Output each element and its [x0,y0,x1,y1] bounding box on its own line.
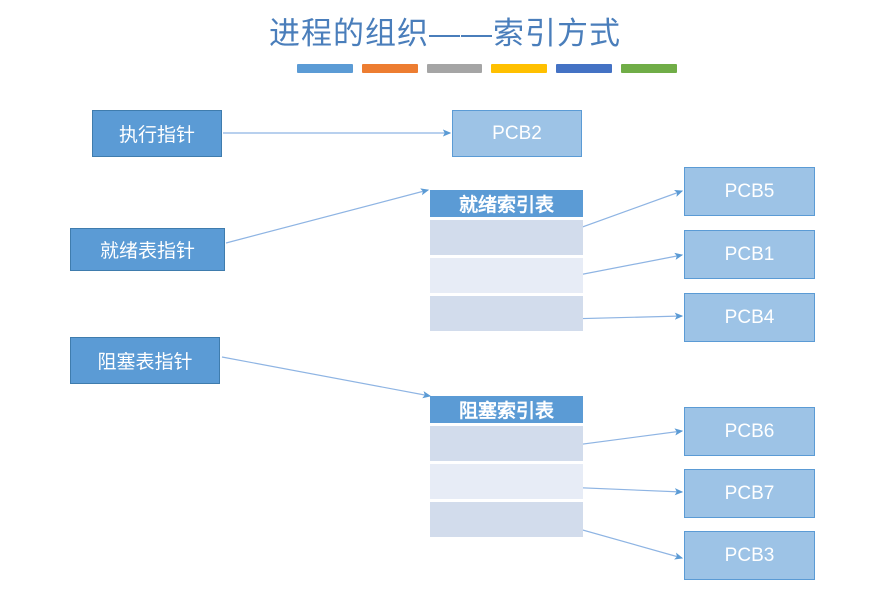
ready-index-table-row-gap [430,293,583,296]
bar-darkblue [556,64,613,73]
blocked-index-table-row-gap [430,499,583,502]
bar-gray [426,64,483,73]
blocked-index-table-row-gap [430,461,583,464]
bar-orange [361,64,418,73]
blocked-index-table-row-1[interactable] [430,426,583,461]
blocked-index-table-row-2[interactable] [430,464,583,499]
pcb6-label: PCB6 [724,420,775,442]
page-title: 进程的组织——索引方式 [269,16,621,51]
pcb5-label: PCB5 [724,180,775,202]
ready-pointer-box[interactable]: 就绪表指针 [70,228,225,271]
blocked-index-table: 阻塞索引表 [430,396,583,537]
blocked-index-table-row-3[interactable] [430,502,583,537]
ready-index-table-row-3[interactable] [430,296,583,331]
exec-pointer-label: 执行指针 [118,125,195,146]
accent-bar-group [297,64,677,73]
pcb4-label: PCB4 [724,306,775,328]
pcb4-box[interactable]: PCB4 [684,293,815,342]
ready-index-table-row-1[interactable] [430,220,583,255]
blocked-ptr-to-table-arrow [221,356,432,399]
ready-index-table: 就绪索引表 [430,190,583,331]
pcb5-box[interactable]: PCB5 [684,167,815,216]
blocked-index-table-row-gap [430,423,583,426]
bar-lightblue [297,64,353,73]
pcb7-box[interactable]: PCB7 [684,469,815,518]
ready-index-table-row-gap [430,255,583,258]
blocked-pointer-box[interactable]: 阻塞表指针 [70,337,220,384]
blocked-index-table-header: 阻塞索引表 [430,396,583,423]
bar-yellow [491,64,548,73]
ready-index-table-header: 就绪索引表 [430,190,583,217]
pcb6-box[interactable]: PCB6 [684,407,815,456]
pcb3-box[interactable]: PCB3 [684,531,815,580]
blocked-pointer-label: 阻塞表指针 [97,352,193,373]
ready-pointer-label: 就绪表指针 [99,241,195,262]
pcb3-label: PCB3 [724,544,775,566]
pcb7-label: PCB7 [724,482,775,504]
ready-index-table-row-2[interactable] [430,258,583,293]
ready-index-table-row-gap [430,217,583,220]
bar-green [621,64,677,73]
pcb1-label: PCB1 [724,243,775,265]
exec-pointer-box[interactable]: 执行指针 [92,110,222,157]
ready-ptr-to-table-arrow [225,188,430,244]
pcb2-label: PCB2 [492,122,542,144]
pcb2-box[interactable]: PCB2 [452,110,582,157]
pcb1-box[interactable]: PCB1 [684,230,815,279]
